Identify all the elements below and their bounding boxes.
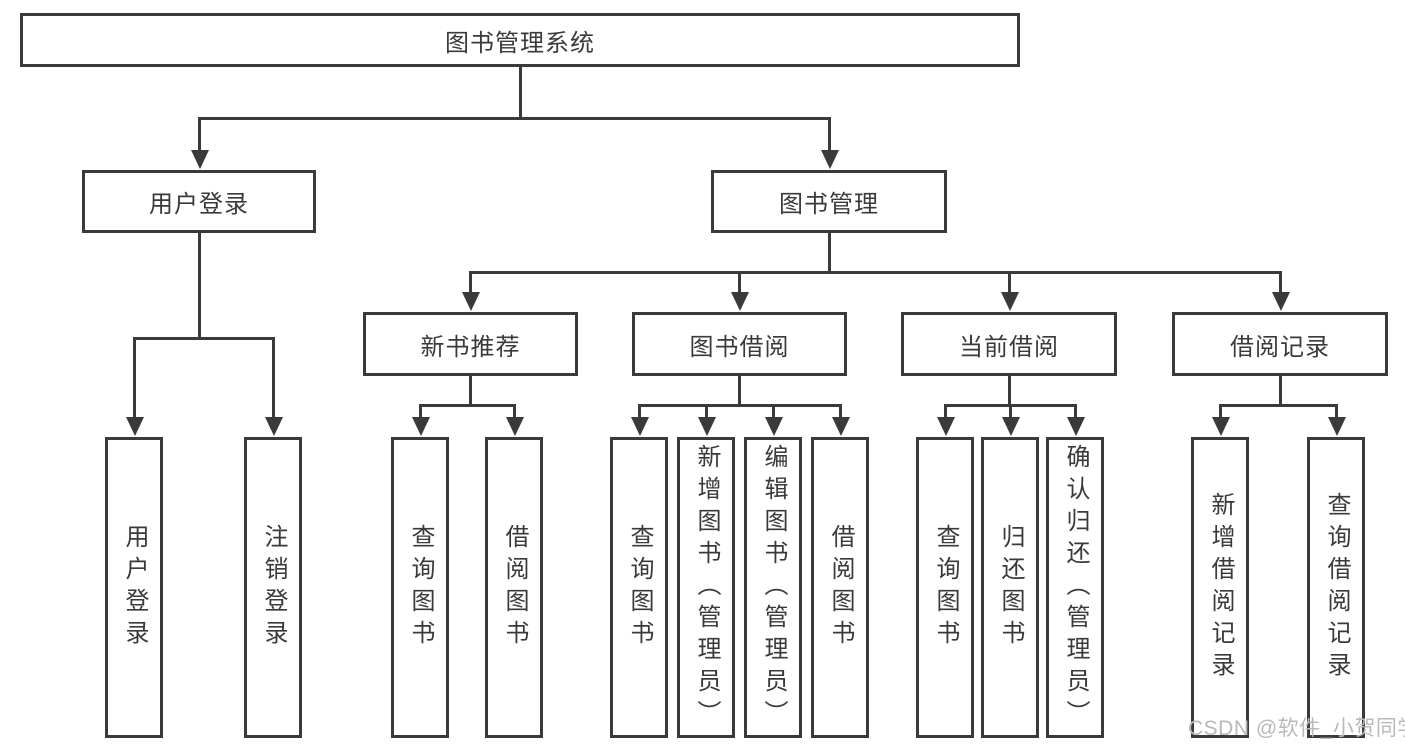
connector-arrow (1219, 407, 1222, 417)
node-book-borrow: 图书借阅 (632, 312, 847, 376)
leaf-label: 查询图书 (932, 523, 959, 652)
connector-arrow (638, 407, 641, 417)
leaf-edit-book-admin: 编辑图书（管理员） (744, 437, 802, 738)
connector-arrow-current-borrow (1008, 274, 1011, 292)
connector-arrow-borrow-records (1279, 274, 1282, 292)
node-label: 用户登录 (149, 191, 249, 218)
connector-root-branch (198, 117, 831, 120)
node-user-login: 用户登录 (82, 170, 316, 233)
leaf-user-login: 用户登录 (105, 437, 163, 738)
connector-arrow (705, 407, 708, 417)
leaf-borrow-books-1: 借阅图书 (485, 437, 543, 738)
leaf-add-borrow-record: 新增借阅记录 (1191, 437, 1249, 738)
connector-arrow (839, 407, 842, 417)
connector-user-login-stem (198, 233, 201, 340)
connector-arrow (513, 407, 516, 417)
leaf-label: 查询图书 (626, 523, 653, 652)
connector-book-management-stem (828, 233, 831, 273)
node-label: 新书推荐 (420, 333, 521, 361)
node-label: 图书借阅 (689, 333, 790, 361)
node-current-borrow: 当前借阅 (901, 312, 1117, 376)
leaf-query-borrow-record: 查询借阅记录 (1307, 437, 1365, 738)
leaf-label: 查询图书 (407, 523, 434, 652)
connector-user-login-branch (133, 337, 275, 340)
connector-root-stem (519, 67, 522, 120)
leaf-label: 用户登录 (121, 523, 148, 652)
leaf-label: 借阅图书 (501, 523, 528, 652)
connector-arrow-new-book (469, 274, 472, 292)
connector-arrow-book-management (828, 120, 831, 150)
connector-borrow-records-stem (1279, 376, 1282, 407)
leaf-label: 新增图书（管理员） (693, 443, 720, 732)
csdn-watermark: CSDN @软件_小贺同学 (1188, 717, 1405, 740)
leaf-label: 借阅图书 (827, 523, 854, 652)
connector-borrow-records-branch (1219, 404, 1338, 407)
node-borrow-records: 借阅记录 (1172, 312, 1388, 376)
leaf-return-book: 归还图书 (981, 437, 1039, 738)
leaf-add-book-admin: 新增图书（管理员） (677, 437, 735, 738)
connector-book-management-branch (469, 271, 1282, 274)
connector-arrow (772, 407, 775, 417)
node-library-system: 图书管理系统 (20, 13, 1020, 67)
connector-arrow (1074, 407, 1077, 417)
connector-new-book-branch (419, 404, 516, 407)
leaf-query-books-3: 查询图书 (916, 437, 974, 738)
connector-new-book-stem (469, 376, 472, 407)
node-label: 借阅记录 (1230, 333, 1330, 361)
connector-arrow-user-login (198, 120, 201, 150)
leaf-label: 注销登录 (260, 523, 287, 652)
connector-book-borrow-branch (638, 404, 842, 407)
leaf-label: 确认归还（管理员） (1062, 443, 1089, 732)
node-label: 图书管理 (779, 191, 879, 218)
connector-current-borrow-branch (944, 404, 1077, 407)
connector-arrow-book-borrow (738, 274, 741, 292)
leaf-label: 新增借阅记录 (1207, 491, 1234, 684)
leaf-logout: 注销登录 (244, 437, 302, 738)
connector-arrow (944, 407, 947, 417)
leaf-confirm-return-admin: 确认归还（管理员） (1046, 437, 1104, 738)
node-new-book-recommend: 新书推荐 (363, 312, 578, 376)
connector-arrow-leaf-logout (272, 340, 275, 417)
node-book-management: 图书管理 (711, 170, 947, 233)
leaf-query-books-2: 查询图书 (610, 437, 668, 738)
connector-arrow-leaf-login (133, 340, 136, 417)
leaf-borrow-books-2: 借阅图书 (811, 437, 869, 738)
connector-current-borrow-stem (1008, 376, 1011, 407)
leaf-label: 编辑图书（管理员） (760, 443, 787, 732)
connector-arrow (419, 407, 422, 417)
connector-book-borrow-stem (738, 376, 741, 407)
leaf-label: 查询借阅记录 (1323, 491, 1350, 684)
node-label: 图书管理系统 (445, 29, 595, 57)
connector-arrow (1335, 407, 1338, 417)
connector-arrow (1009, 407, 1012, 417)
node-label: 当前借阅 (959, 333, 1059, 361)
leaf-query-books-1: 查询图书 (391, 437, 449, 738)
leaf-label: 归还图书 (997, 523, 1024, 652)
